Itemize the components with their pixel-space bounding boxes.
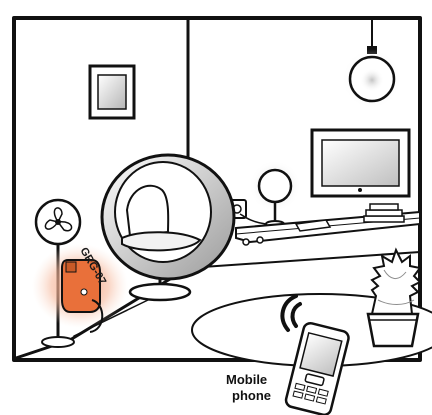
television-icon <box>312 130 409 196</box>
wall-picture-frame <box>90 66 134 118</box>
potted-cactus-icon <box>368 250 420 346</box>
smart-plug-device: GRG-07 <box>32 244 128 332</box>
phone-caption-line2: phone <box>232 388 271 403</box>
phone-caption-line1: Mobile <box>226 372 267 387</box>
pendant-lamp-icon <box>342 18 402 109</box>
media-table <box>236 204 420 245</box>
table-lamp-icon <box>240 160 301 227</box>
